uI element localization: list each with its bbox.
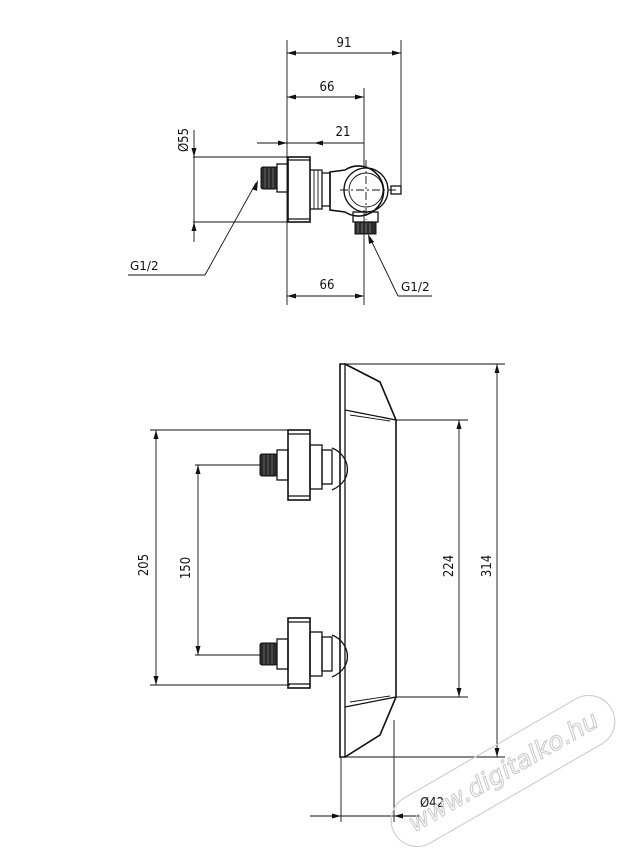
top-flange [287, 156, 311, 223]
front-upper-connector [259, 429, 349, 501]
dimension-66-lower-label: 66 [320, 278, 335, 293]
dimension-150-label: 150 [179, 557, 194, 579]
dimension-diameter-55: Ø55 [177, 128, 197, 242]
top-outlet [352, 211, 379, 235]
dimension-91: 91 [287, 36, 401, 56]
callout-thread-right: G1/2 [368, 234, 432, 297]
dimension-diameter-42: Ø42 [310, 796, 444, 819]
dimension-224: 224 [442, 420, 462, 697]
dimension-21-label: 21 [336, 125, 351, 140]
front-view: 205 150 224 314 Ø42 [137, 362, 505, 822]
dimension-21: 21 [257, 125, 364, 146]
dimension-150: 150 [179, 465, 201, 655]
top-nut [310, 169, 331, 210]
watermark-text: www.digitalko.hu [403, 705, 604, 838]
dimension-66-upper: 66 [287, 80, 364, 100]
dimension-205-label: 205 [137, 554, 152, 576]
front-main-body [339, 362, 398, 759]
dimension-diameter-55-label: Ø55 [177, 128, 192, 152]
dimension-314: 314 [480, 364, 500, 757]
dimension-diameter-42-label: Ø42 [420, 796, 444, 811]
dimension-314-label: 314 [480, 555, 495, 577]
top-valve-body [329, 160, 402, 220]
top-left-connector [260, 163, 289, 193]
thread-right-label: G1/2 [401, 280, 430, 294]
dimension-224-label: 224 [442, 555, 457, 577]
front-lower-connector [259, 617, 349, 689]
callout-thread-left: G1/2 [128, 180, 258, 276]
dimension-205: 205 [137, 430, 159, 685]
thread-left-label: G1/2 [130, 259, 159, 273]
dimension-66-lower: 66 [287, 278, 364, 299]
dimension-66-upper-label: 66 [320, 80, 335, 95]
top-view: 91 66 21 Ø55 66 [128, 36, 432, 305]
dimension-91-label: 91 [337, 36, 352, 51]
watermark: www.digitalko.hu [390, 694, 616, 848]
